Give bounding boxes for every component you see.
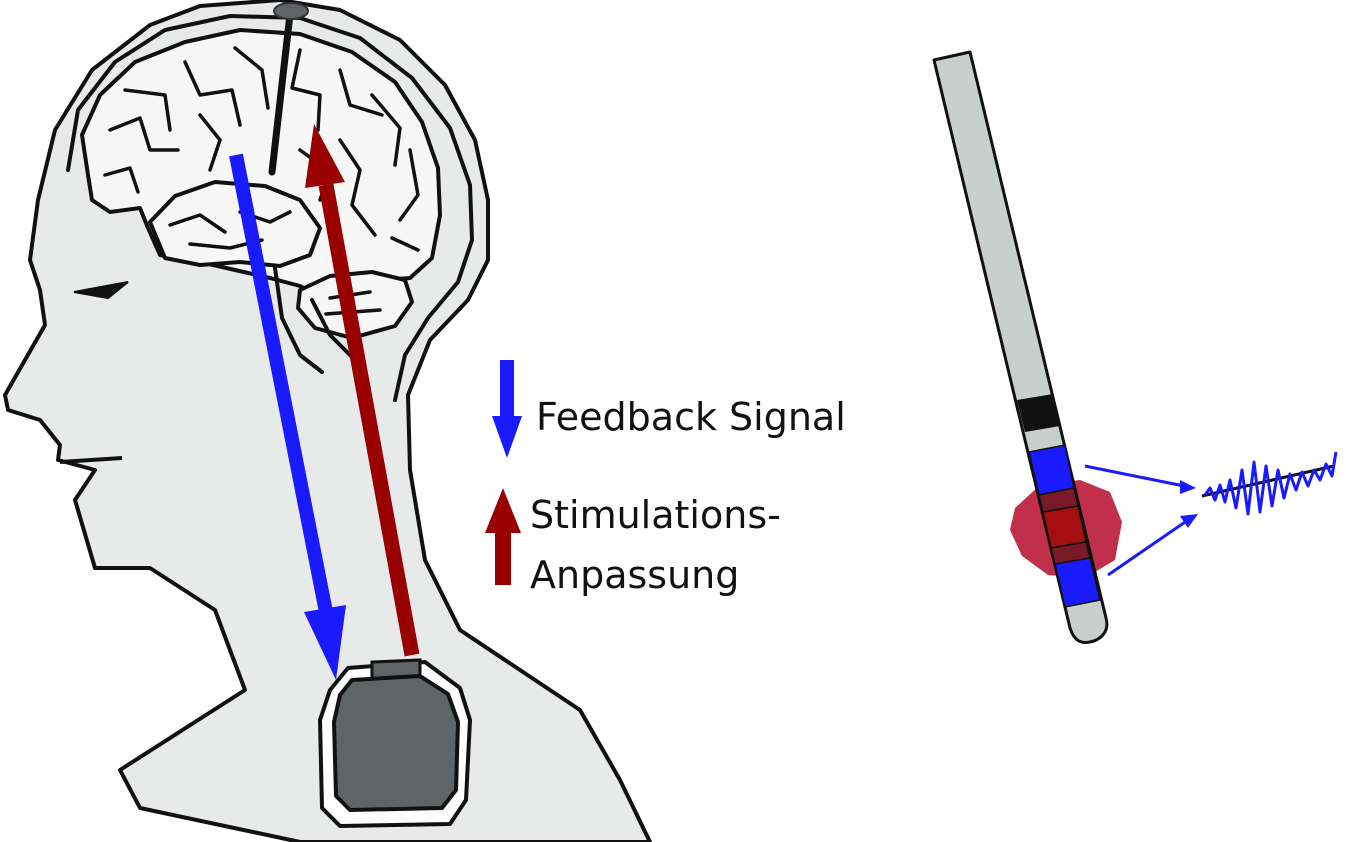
stimulation-legend-arrow: [485, 488, 521, 585]
dbs-electrode-icon: [932, 50, 1109, 644]
burr-hole-cap: [273, 2, 309, 20]
feedback-arrow-main: [229, 153, 346, 680]
oscillation-signal-icon: [1201, 451, 1338, 516]
stimulation-label-line1: Stimulations-: [530, 493, 781, 537]
implant-pulse-generator-icon: [318, 658, 472, 828]
mouth: [59, 456, 123, 464]
eye: [73, 281, 129, 300]
sensing-arrows: [1084, 464, 1198, 577]
feedback-signal-label: Feedback Signal: [536, 395, 846, 439]
legend: Feedback Signal Stimulations- Anpassung: [485, 360, 846, 597]
stimulation-label-line2: Anpassung: [530, 553, 739, 597]
feedback-legend-arrow: [492, 360, 522, 458]
stimulation-arrow-main: [305, 124, 420, 657]
